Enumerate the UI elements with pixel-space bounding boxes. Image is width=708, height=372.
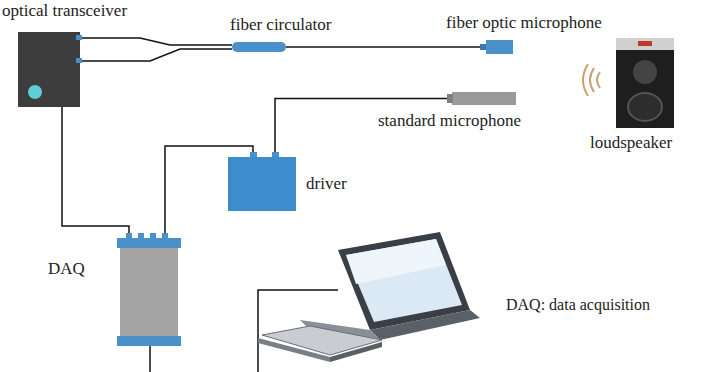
- wire: [149, 346, 151, 372]
- decoration: [76, 58, 82, 63]
- decoration: [250, 152, 257, 157]
- daq-box: DAQ: [120, 238, 178, 346]
- node-label: standard microphone: [378, 112, 521, 131]
- decoration: [447, 94, 453, 103]
- decoration: [76, 35, 82, 40]
- decoration: [28, 85, 42, 99]
- connector: [80, 49, 232, 61]
- connector: [80, 38, 232, 45]
- decoration: [627, 92, 663, 122]
- node-label: fiber optic microphone: [446, 14, 602, 33]
- node-label: loudspeaker: [590, 134, 672, 153]
- node-label: optical transceiver: [2, 2, 127, 21]
- decoration: [117, 336, 181, 346]
- transceiver-box: optical transceiver: [18, 32, 80, 107]
- fiber-microphone: fiber optic microphone: [486, 40, 513, 54]
- decoration: [150, 233, 156, 238]
- circulator: fiber circulator: [232, 42, 286, 52]
- decoration: [638, 41, 652, 46]
- sound-waves: [583, 64, 600, 96]
- decoration: [633, 60, 657, 84]
- node-label: fiber circulator: [230, 16, 331, 35]
- node-label: DAQ: [48, 260, 85, 279]
- standard-microphone: standard microphone: [452, 92, 516, 105]
- loudspeaker-icon: loudspeaker: [616, 38, 674, 128]
- connector: [286, 46, 480, 48]
- node-label: driver: [306, 175, 347, 194]
- laptop-icon: [258, 232, 480, 362]
- connector: [62, 107, 129, 233]
- driver-box: driver: [228, 157, 296, 211]
- decoration: [138, 233, 144, 238]
- decoration: [272, 152, 279, 157]
- decoration: [162, 233, 168, 238]
- decoration: [117, 238, 181, 248]
- note-label: DAQ: data acquisition: [506, 296, 650, 314]
- decoration: [126, 233, 132, 238]
- decoration: [480, 44, 486, 50]
